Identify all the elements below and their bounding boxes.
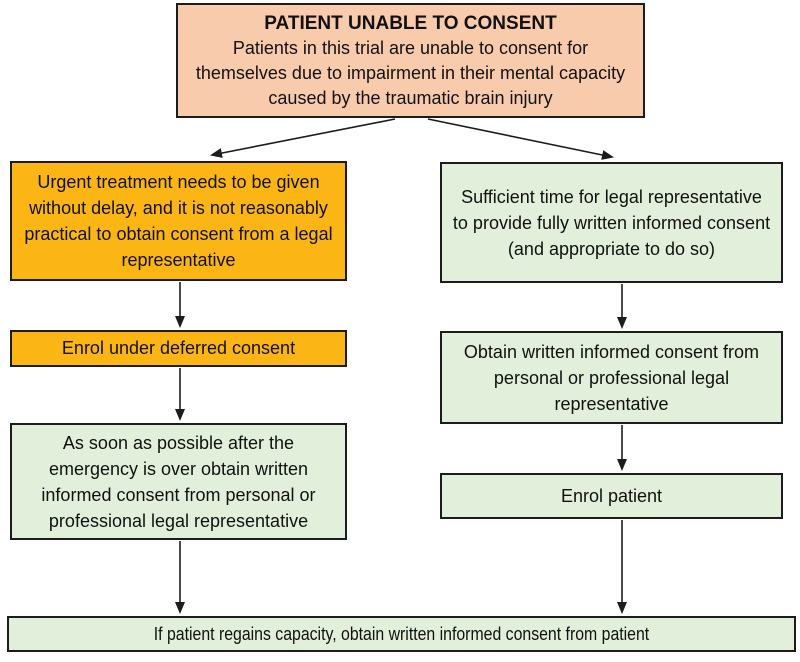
right-node-obtain-written-consent-label: Obtain written informed consent from per… [463,341,760,414]
left-node-urgent-treatment: Urgent treatment needs to be given witho… [10,161,347,281]
arrow-root-to-right [427,118,614,160]
right-node-sufficient-time-label: Sufficient time for legal representative… [452,186,771,259]
footer-node-regains-capacity: If patient regains capacity, obtain writ… [7,616,796,652]
left-node-consent-after-emergency: As soon as possible after the emergency … [10,423,347,540]
right-node-enrol-patient: Enrol patient [440,473,783,519]
left-node-consent-after-emergency-label: As soon as possible after the emergency … [41,432,316,531]
right-node-sufficient-time: Sufficient time for legal representative… [440,162,783,283]
root-node-title: PATIENT UNABLE TO CONSENT [264,12,557,34]
left-node-urgent-treatment-label: Urgent treatment needs to be given witho… [24,172,333,270]
root-node-patient-unable-to-consent: PATIENT UNABLE TO CONSENT Patients in th… [176,3,645,118]
root-node-body: Patients in this trial are unable to con… [195,37,626,108]
arrow-root-to-left [210,118,396,158]
right-node-enrol-patient-label: Enrol patient [560,485,663,506]
left-node-enrol-deferred-consent-label: Enrol under deferred consent [61,338,296,358]
footer-node-regains-capacity-label: If patient regains capacity, obtain writ… [153,623,650,644]
right-node-obtain-written-consent: Obtain written informed consent from per… [440,331,783,424]
left-node-enrol-deferred-consent: Enrol under deferred consent [10,330,347,367]
